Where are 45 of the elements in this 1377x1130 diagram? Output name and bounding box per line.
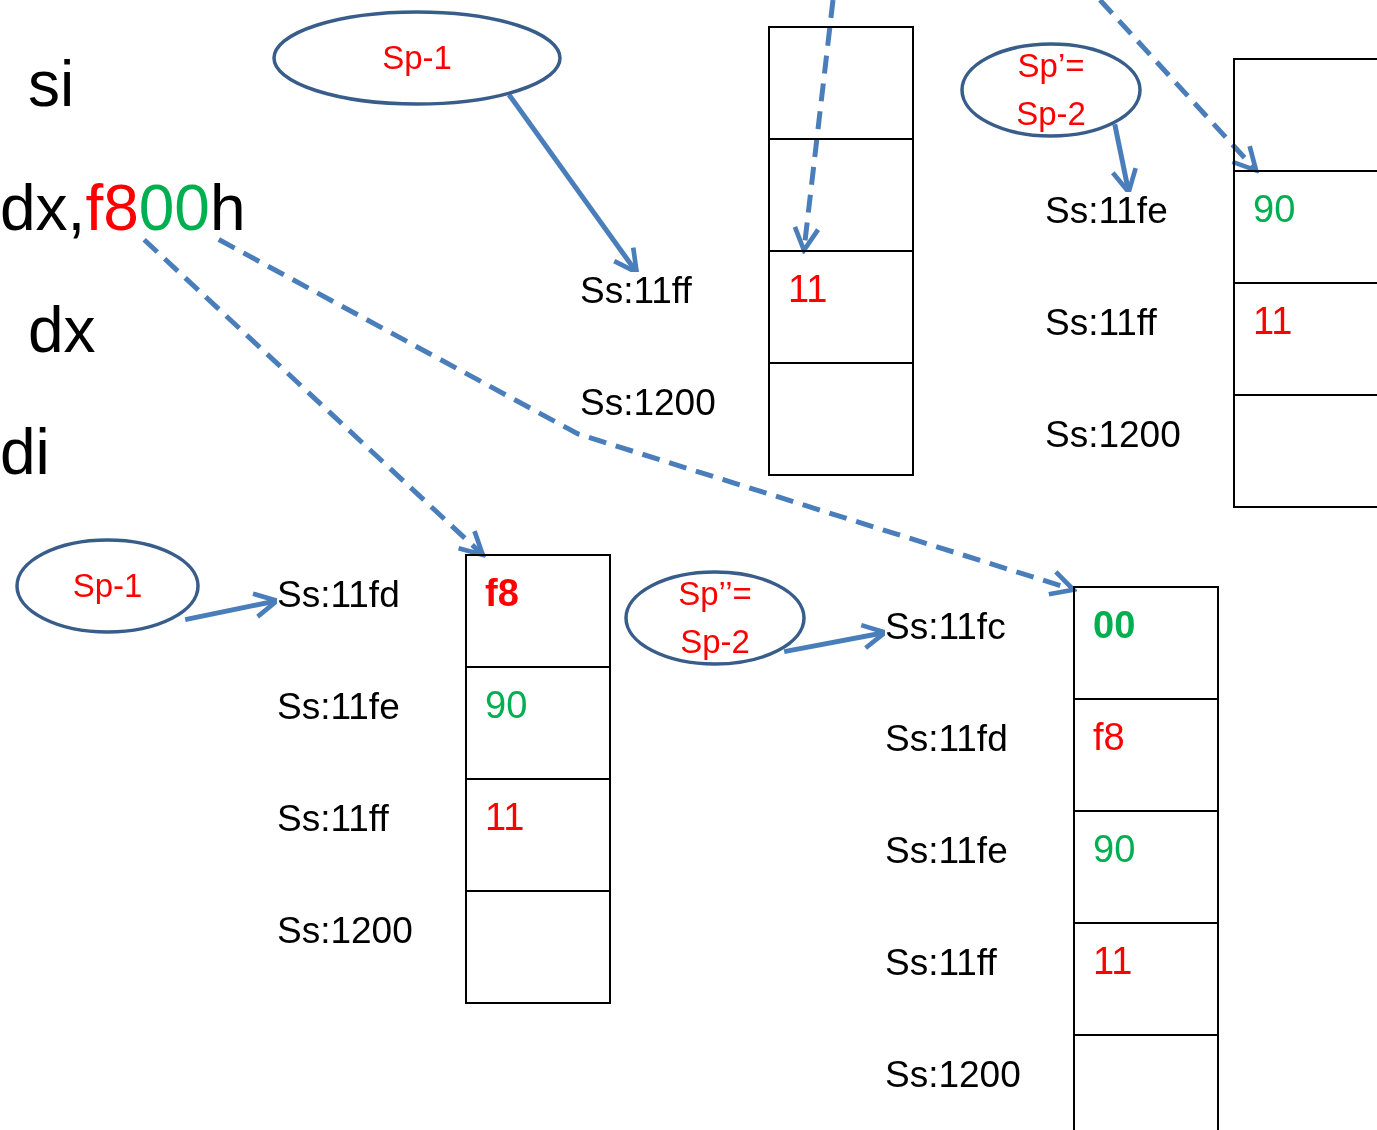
stack-cell (1073, 922, 1219, 1036)
pointer-ellipse (272, 10, 562, 106)
instruction-text: si (28, 52, 75, 116)
stack-cell (1233, 394, 1377, 508)
stack-cell (1073, 698, 1219, 812)
instruction-text: di (0, 420, 50, 484)
pointer-label: Sp’’= Sp-2 (677, 574, 753, 662)
instruction-text: dx (28, 298, 96, 362)
stack-cell (768, 250, 914, 364)
arrow (783, 622, 888, 655)
stack-cell (768, 26, 914, 140)
cell-value: 11 (485, 798, 525, 836)
cell-value: 90 (485, 686, 528, 724)
dashed-arrow (217, 237, 1076, 597)
arrow (184, 591, 280, 623)
stack-cell (1073, 810, 1219, 924)
stack-cell (465, 666, 611, 780)
arrow (1110, 123, 1138, 195)
cell-value: 90 (1253, 190, 1296, 228)
dashed-arrow (1098, 0, 1259, 173)
pointer-ellipse (15, 538, 200, 634)
cell-value: 90 (1093, 830, 1136, 868)
pointer-label: Sp-1 (381, 38, 453, 79)
cell-value: 11 (1253, 302, 1293, 340)
arrow (507, 93, 639, 275)
cell-value: 00 (1093, 606, 1136, 644)
dashed-arrow (142, 237, 486, 558)
stack-cell (465, 554, 611, 668)
stack-cell (1233, 58, 1377, 172)
stack-cell (1073, 1034, 1219, 1130)
instruction-text: dx,f800h (0, 176, 246, 240)
stack-cell (1073, 586, 1219, 700)
cell-value: 11 (788, 270, 828, 308)
cell-value: f8 (485, 574, 519, 612)
dashed-arrow (792, 0, 836, 253)
pointer-label: Sp-1 (71, 566, 144, 607)
stack-cell (768, 362, 914, 476)
cell-value: 11 (1093, 942, 1133, 980)
stack-cell (465, 778, 611, 892)
pointer-label: Sp’= Sp-2 (1015, 46, 1087, 134)
pointer-ellipse (960, 42, 1142, 138)
stack-cell (465, 890, 611, 1004)
cell-value: f8 (1093, 718, 1125, 756)
stack-cell (768, 138, 914, 252)
pointer-ellipse (624, 570, 806, 666)
